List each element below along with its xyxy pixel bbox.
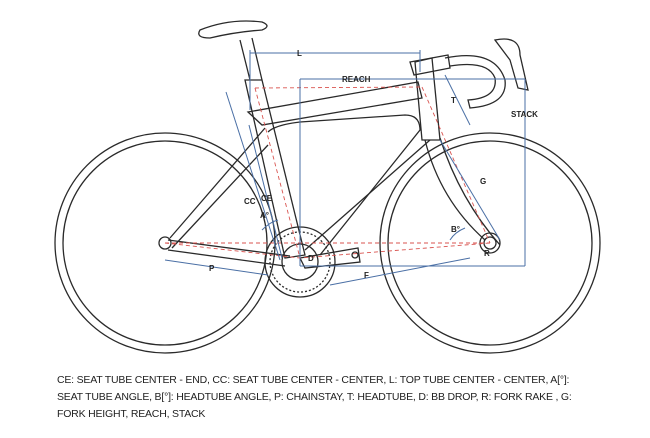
label-CE: CE (261, 194, 273, 203)
label-G: G (480, 177, 486, 186)
label-CC: CC (244, 197, 256, 206)
handlebar (409, 38, 529, 109)
center-lines (164, 86, 491, 259)
label-P: P (209, 264, 215, 273)
saddle (198, 20, 268, 81)
label-L: L (297, 49, 302, 58)
label-F: F (364, 271, 369, 280)
label-T: T (451, 96, 456, 105)
label-reach: REACH (342, 75, 371, 84)
label-B: B° (451, 225, 460, 234)
label-stack: STACK (511, 110, 538, 119)
label-R: R (484, 249, 490, 258)
label-A: A° (260, 211, 269, 220)
dimension-lines (164, 50, 526, 286)
label-D: D (308, 254, 314, 263)
legend-caption: CE: SEAT TUBE CENTER - END, CC: SEAT TUB… (57, 374, 572, 420)
front-wheel (379, 132, 601, 354)
frame (167, 57, 501, 267)
